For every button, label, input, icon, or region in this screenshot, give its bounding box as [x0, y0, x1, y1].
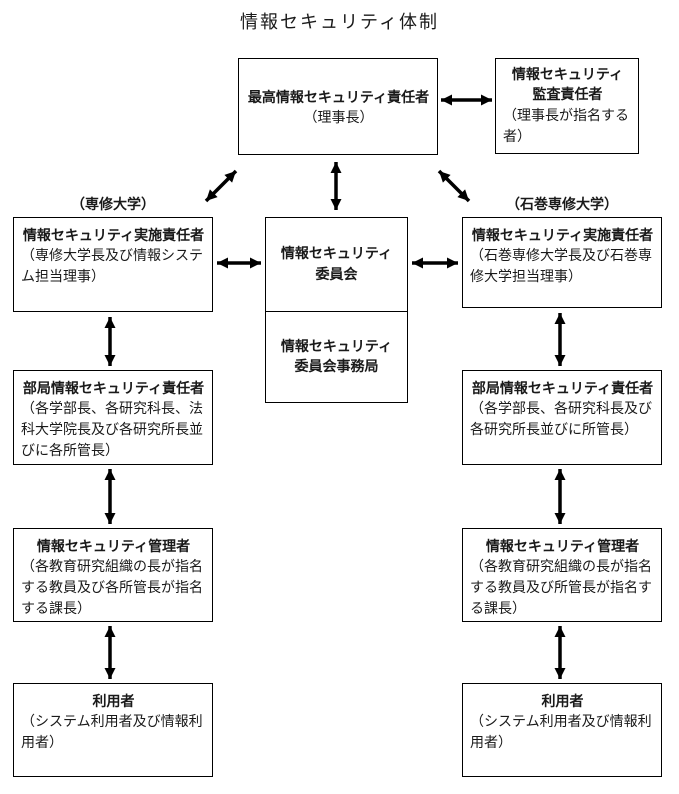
box-committee-main: 情報セキュリティ 委員会 [266, 218, 407, 312]
box-audit: 情報セキュリティ 監査責任者 （理事長が指名する者） [495, 58, 639, 154]
page-title: 情報セキュリティ体制 [240, 12, 439, 33]
box-ciso-title: 最高情報セキュリティ責任者 [247, 89, 430, 106]
box-left-implementation-note: （専修大学長及び情報システム担当理事） [21, 248, 203, 286]
box-left-users: 利用者 （システム利用者及び情報利用者） [13, 683, 213, 777]
group-label-senshu: （専修大学） [71, 197, 155, 213]
box-right-manager-title: 情報セキュリティ管理者 [485, 539, 640, 555]
group-label-ishinomaki: （石巻専修大学） [506, 197, 618, 213]
box-right-manager: 情報セキュリティ管理者 （各教育研究組織の長が指名する教員及び所管長が指名する課… [462, 528, 662, 622]
box-audit-title-line1: 情報セキュリティ [511, 67, 624, 83]
box-ciso: 最高情報セキュリティ責任者 （理事長） [238, 58, 438, 155]
committee-main-line2: 委員会 [315, 266, 358, 283]
committee-main-line1: 情報セキュリティ [280, 246, 393, 263]
box-audit-title-line2: 監査責任者 [532, 87, 603, 104]
box-left-manager: 情報セキュリティ管理者 （各教育研究組織の長が指名する教員及び各所管長が指名する… [13, 528, 213, 622]
box-left-manager-note: （各教育研究組織の長が指名する教員及び各所管長が指名する課長） [21, 559, 203, 618]
box-left-department-note: （各学部長、各研究科長、法科大学院長及び各研究所長並びに各所管長） [21, 401, 203, 460]
box-right-users: 利用者 （システム利用者及び情報利用者） [462, 683, 662, 777]
box-committee: 情報セキュリティ 委員会 情報セキュリティ 委員会事務局 [265, 217, 408, 403]
box-audit-note: （理事長が指名する者） [503, 107, 629, 145]
box-right-manager-note: （各教育研究組織の長が指名する教員及び所管長が指名する課長） [470, 559, 652, 618]
box-ciso-note: （理事長） [303, 110, 374, 127]
box-left-manager-title: 情報セキュリティ管理者 [36, 539, 191, 555]
box-right-department-note: （各学部長、各研究科長及び各研究所長並びに所管長） [470, 401, 652, 439]
box-right-users-note: （システム利用者及び情報利用者） [470, 714, 652, 752]
box-right-department: 部局情報セキュリティ責任者 （各学部長、各研究科長及び各研究所長並びに所管長） [462, 370, 662, 465]
box-left-department: 部局情報セキュリティ責任者 （各学部長、各研究科長、法科大学院長及び各研究所長並… [13, 370, 213, 465]
box-right-implementation-title: 情報セキュリティ実施責任者 [471, 228, 654, 244]
box-right-implementation: 情報セキュリティ実施責任者 （石巻専修大学長及び石巻専修大学担当理事） [462, 217, 662, 308]
box-right-department-title: 部局情報セキュリティ責任者 [471, 381, 654, 397]
committee-office-line2: 委員会事務局 [294, 359, 379, 375]
box-left-users-title: 利用者 [92, 694, 135, 710]
committee-office-line1: 情報セキュリティ [280, 338, 393, 355]
box-left-users-note: （システム利用者及び情報利用者） [21, 714, 203, 752]
box-right-implementation-note: （石巻専修大学長及び石巻専修大学担当理事） [470, 248, 652, 286]
box-right-users-title: 利用者 [541, 694, 584, 710]
box-left-implementation: 情報セキュリティ実施責任者 （専修大学長及び情報システム担当理事） [13, 217, 213, 312]
box-left-department-title: 部局情報セキュリティ責任者 [22, 381, 205, 397]
box-left-implementation-title: 情報セキュリティ実施責任者 [22, 228, 205, 244]
box-committee-office: 情報セキュリティ 委員会事務局 [266, 312, 407, 402]
